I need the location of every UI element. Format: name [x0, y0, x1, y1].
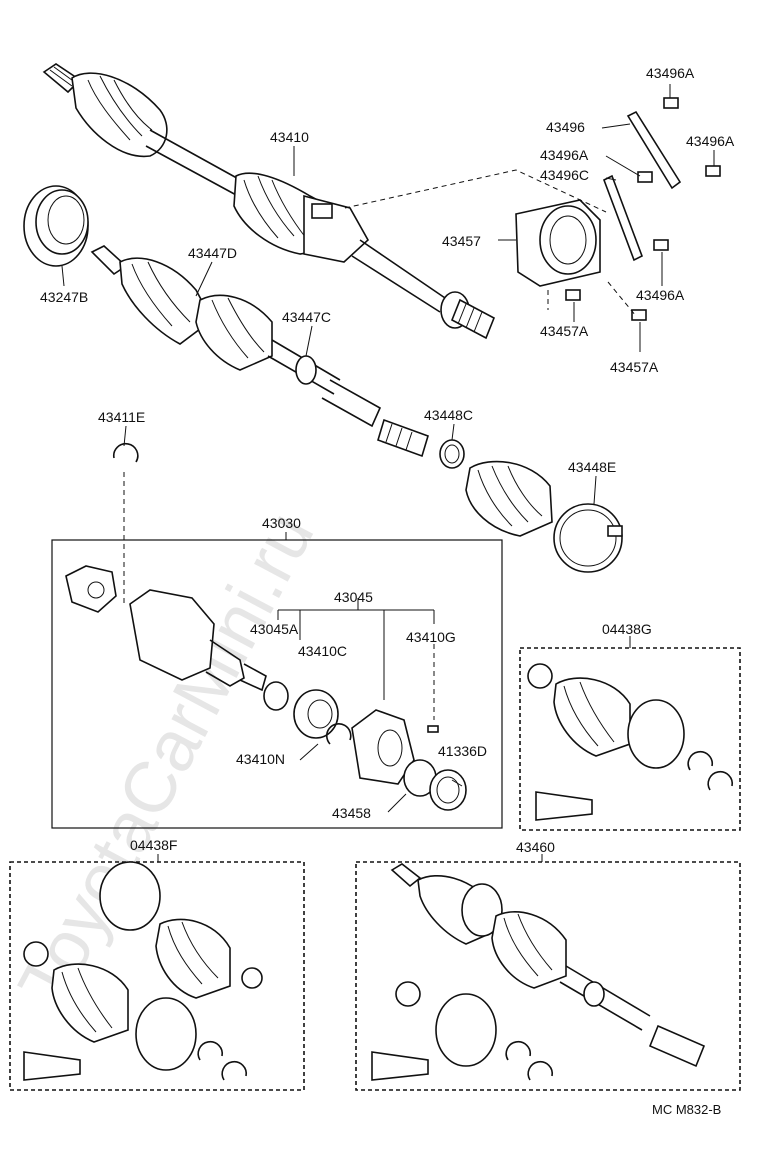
callout-43457A: 43457A: [540, 323, 589, 339]
callout-43457A: 43457A: [610, 359, 659, 375]
callout-43496A: 43496A: [646, 65, 695, 81]
callout-43410N: 43410N: [236, 751, 285, 767]
group-box-43460: [355, 861, 741, 1091]
callout-43460: 43460: [516, 839, 555, 855]
part-43448C: [439, 439, 465, 469]
callout-04438G: 04438G: [602, 621, 652, 637]
callout-43447C: 43447C: [282, 309, 331, 325]
callout-43496A: 43496A: [686, 133, 735, 149]
callout-04438F: 04438F: [130, 837, 177, 853]
callout-43458: 43458: [332, 805, 371, 821]
part-43030-contents: [65, 565, 467, 811]
callout-43410C: 43410C: [298, 643, 347, 659]
callout-43045: 43045: [334, 589, 373, 605]
part-43448E: [553, 503, 623, 573]
callout-43030: 43030: [262, 515, 301, 531]
callout-41336D: 41336D: [438, 743, 487, 759]
part-43411E: [112, 442, 139, 604]
leader-lines: [61, 84, 715, 862]
callout-43411E: 43411E: [98, 409, 145, 425]
callout-43496C: 43496C: [540, 167, 589, 183]
callout-43410G: 43410G: [406, 629, 456, 645]
group-box-04438G: [519, 647, 741, 831]
kit-43460-contents: [371, 863, 706, 1081]
drive-shaft-assembly-top: [42, 63, 496, 340]
callout-43448C: 43448C: [424, 407, 473, 423]
drive-shaft-assembly-middle: [90, 245, 429, 458]
callout-43496A: 43496A: [636, 287, 685, 303]
callout-43457: 43457: [442, 233, 481, 249]
callout-43447D: 43447D: [188, 245, 237, 261]
callout-43496: 43496: [546, 119, 585, 135]
callout-43496A: 43496A: [540, 147, 589, 163]
callout-43410: 43410: [270, 129, 309, 145]
kit-04438G-contents: [527, 663, 734, 821]
callout-labels: 43496A 43496 43496A 43496A 43496C 43410 …: [40, 65, 735, 855]
callout-43045A: 43045A: [250, 621, 299, 637]
kit-04438F-contents: [23, 861, 263, 1081]
diagram-code: MC M832-B: [652, 1102, 721, 1117]
callout-43247B: 43247B: [40, 289, 88, 305]
group-box-43030: [51, 539, 503, 829]
boot-43448: [465, 460, 553, 537]
group-box-04438F: [9, 861, 305, 1091]
part-43247B: [23, 185, 89, 267]
bearing-bracket-group: [344, 97, 721, 321]
callout-43448E: 43448E: [568, 459, 616, 475]
